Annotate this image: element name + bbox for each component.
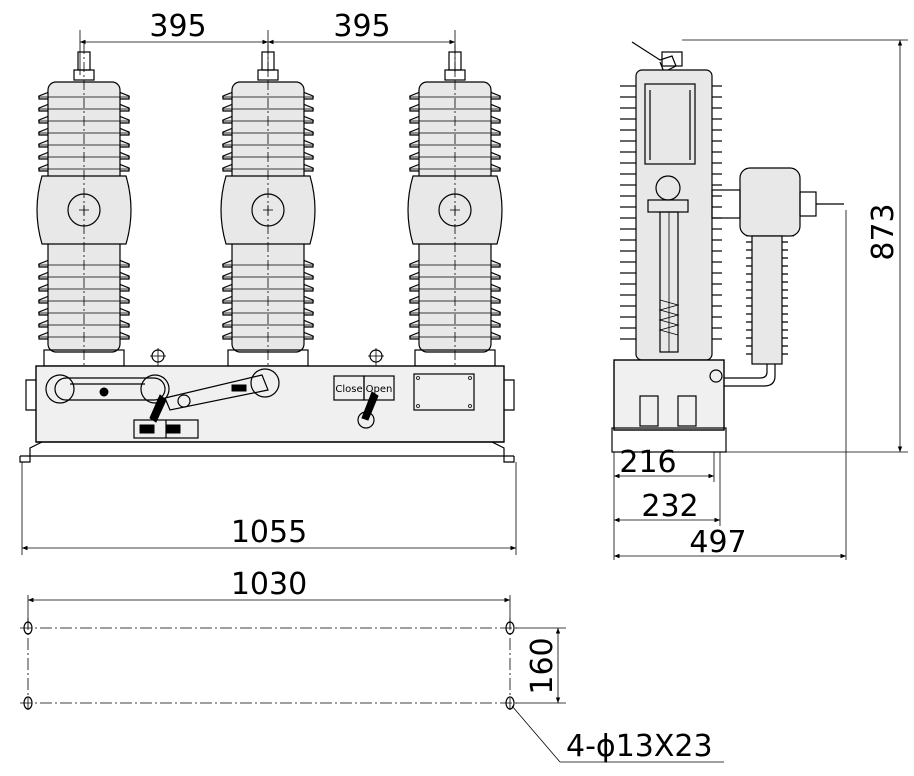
dim-395-left: 395	[149, 9, 206, 44]
dim-160: 160	[525, 637, 560, 694]
pole-spacing-dimension: 395 395	[79, 9, 456, 75]
nameplate	[413, 373, 475, 411]
close-label: Close	[335, 384, 362, 395]
dim-395-right: 395	[333, 9, 390, 44]
dim-1030: 1030	[231, 567, 307, 602]
lifting-eye-right	[368, 348, 384, 366]
dim-216: 216	[619, 445, 676, 480]
operating-cabinet: Close Open	[19, 348, 515, 463]
dim-232: 232	[641, 489, 698, 524]
close-open-panel: Close Open	[333, 375, 395, 429]
overall-width-dimension: 1055	[21, 462, 517, 555]
mount-hole	[23, 696, 33, 710]
hole-callout: 4-ϕ13X23	[566, 729, 713, 764]
position-indicator	[133, 419, 199, 439]
mounting-plan: 1030 160 4-ϕ13X23	[20, 567, 724, 764]
insulator-pole-right	[407, 44, 503, 367]
lifting-eye-left	[150, 348, 166, 366]
mount-hole	[23, 621, 33, 635]
insulator-pole-left	[36, 44, 132, 367]
current-transformer	[711, 167, 844, 387]
dim-1055: 1055	[231, 515, 307, 550]
dim-497: 497	[689, 525, 746, 560]
dim-873: 873	[866, 203, 901, 260]
open-label: Open	[366, 384, 393, 395]
front-view: 395 395	[19, 9, 517, 555]
linkage-mechanism	[45, 368, 280, 423]
side-view: 873 216 232 497	[611, 39, 908, 560]
mount-hole	[505, 621, 515, 635]
insulator-pole-middle	[220, 44, 316, 367]
mount-hole	[505, 696, 515, 710]
